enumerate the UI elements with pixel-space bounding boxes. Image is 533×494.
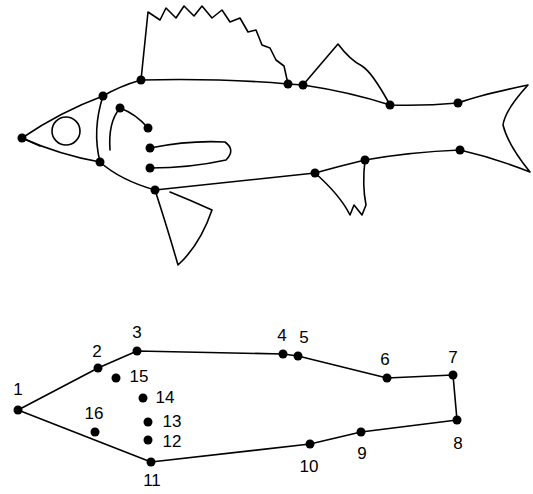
callout-number: 1: [13, 381, 22, 398]
callout-number: 10: [300, 458, 319, 475]
callout-number: 3: [132, 324, 141, 341]
callout-number: 13: [163, 413, 182, 430]
callout-number: 6: [380, 351, 389, 368]
callout-number: 11: [143, 472, 161, 489]
callout-number: 14: [156, 389, 175, 406]
callout-number: 16: [85, 405, 104, 422]
callout-number: 5: [299, 329, 308, 346]
callout-number: 9: [357, 445, 366, 462]
callout-number: 2: [92, 343, 101, 360]
callout-number: 15: [130, 368, 149, 385]
callout-number: 12: [163, 433, 182, 450]
callout-number: 8: [453, 435, 462, 452]
callout-number: 4: [277, 327, 286, 344]
callout-number: 7: [448, 349, 457, 366]
